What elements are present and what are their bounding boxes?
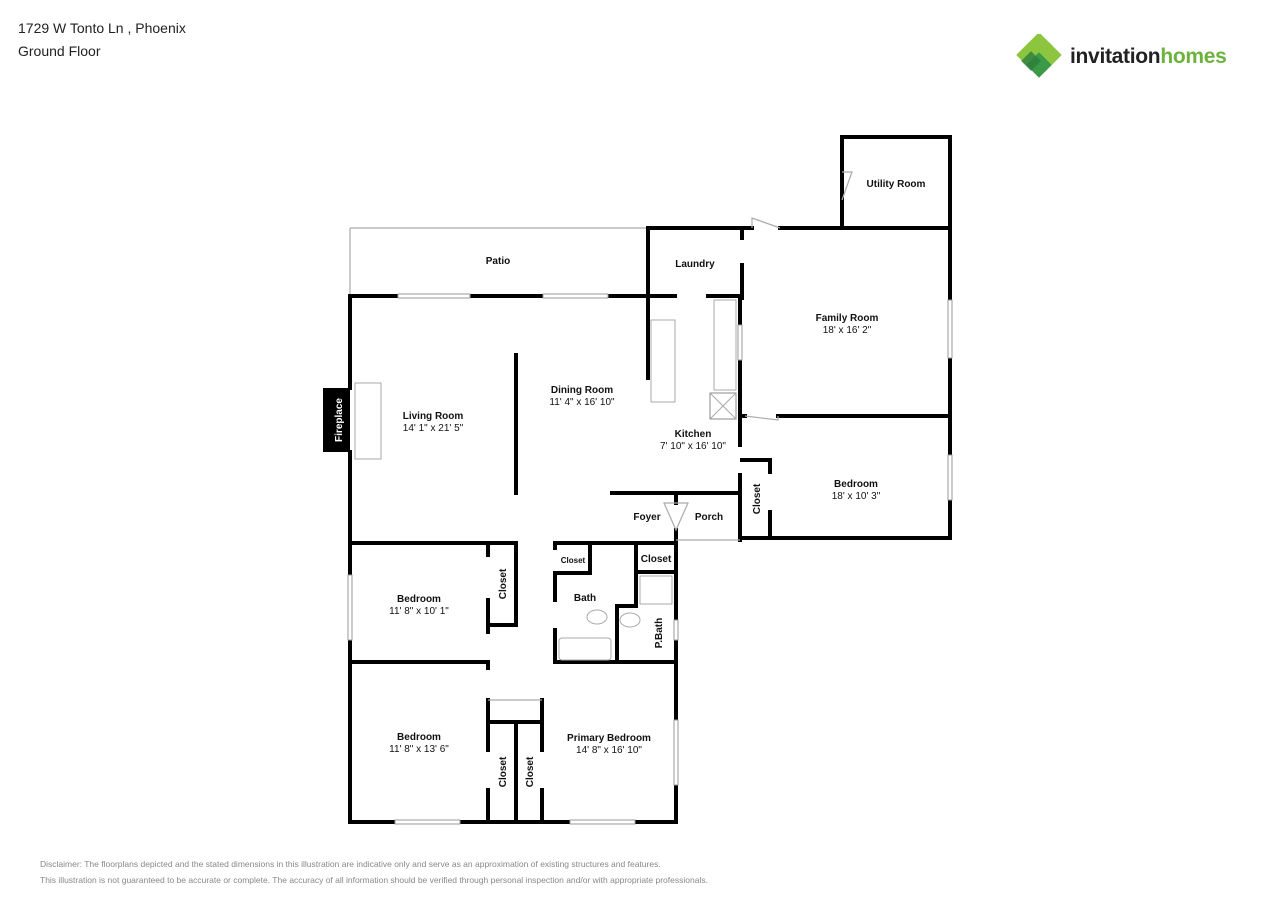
room-family-label: Family Room (816, 313, 879, 324)
room-bedroom-sw-dims: 11' 8" x 13' 6" (389, 744, 449, 755)
room-bedroom-sw-label: Bedroom (397, 732, 441, 743)
logo-mark-icon (1016, 34, 1062, 78)
room-bath-label: Bath (574, 593, 596, 604)
fireplace-label: Fireplace (334, 398, 345, 442)
room-dining-label: Dining Room (551, 385, 613, 396)
closet-west-label: Closet (498, 568, 509, 599)
windows-and-doors (347, 171, 953, 825)
room-pbath-label: P.Bath (654, 618, 665, 648)
room-living-label: Living Room (403, 411, 464, 422)
room-patio-label: Patio (486, 256, 510, 267)
fixtures (354, 299, 737, 661)
room-laundry-label: Laundry (675, 259, 715, 270)
room-kitchen-dims: 7' 10" x 16' 10" (660, 441, 726, 452)
closet-east-label: Closet (752, 483, 763, 514)
address-title: 1729 W Tonto Ln , Phoenix (18, 20, 186, 36)
room-primary-dims: 14' 8" x 16' 10" (576, 745, 642, 756)
closet-primary-label: Closet (525, 756, 536, 787)
invitation-homes-logo: invitationhomes (1016, 34, 1227, 80)
room-primary-label: Primary Bedroom (567, 733, 651, 744)
room-utility-label: Utility Room (867, 179, 926, 190)
floor-label: Ground Floor (18, 43, 101, 59)
room-family-dims: 18' x 16' 2" (823, 325, 872, 336)
closet-hall-label: Closet (641, 554, 672, 565)
patio-outline (349, 227, 648, 296)
porch-label: Porch (695, 512, 723, 523)
room-bedroom-east-dims: 18' x 10' 3" (832, 491, 881, 502)
room-bedroom-west-dims: 11' 8" x 10' 1" (389, 606, 449, 617)
foyer-label: Foyer (633, 512, 660, 523)
closet-bath-label: Closet (561, 556, 586, 565)
room-dining-dims: 11' 4" x 16' 10" (549, 397, 615, 408)
logo-text-homes: homes (1160, 45, 1227, 68)
room-bedroom-east-label: Bedroom (834, 479, 878, 490)
walls (348, 135, 952, 824)
fireplace: Fireplace (323, 388, 350, 452)
room-living-dims: 14' 1" x 21' 5" (403, 423, 464, 434)
logo-text-invitation: invitation (1070, 45, 1161, 68)
disclaimer-line-2: This illustration is not guaranteed to b… (40, 875, 708, 885)
room-kitchen-label: Kitchen (675, 429, 712, 440)
disclaimer-line-1: Disclaimer: The floorplans depicted and … (40, 859, 661, 869)
closet-sw-label: Closet (498, 756, 509, 787)
room-bedroom-west-label: Bedroom (397, 594, 441, 605)
